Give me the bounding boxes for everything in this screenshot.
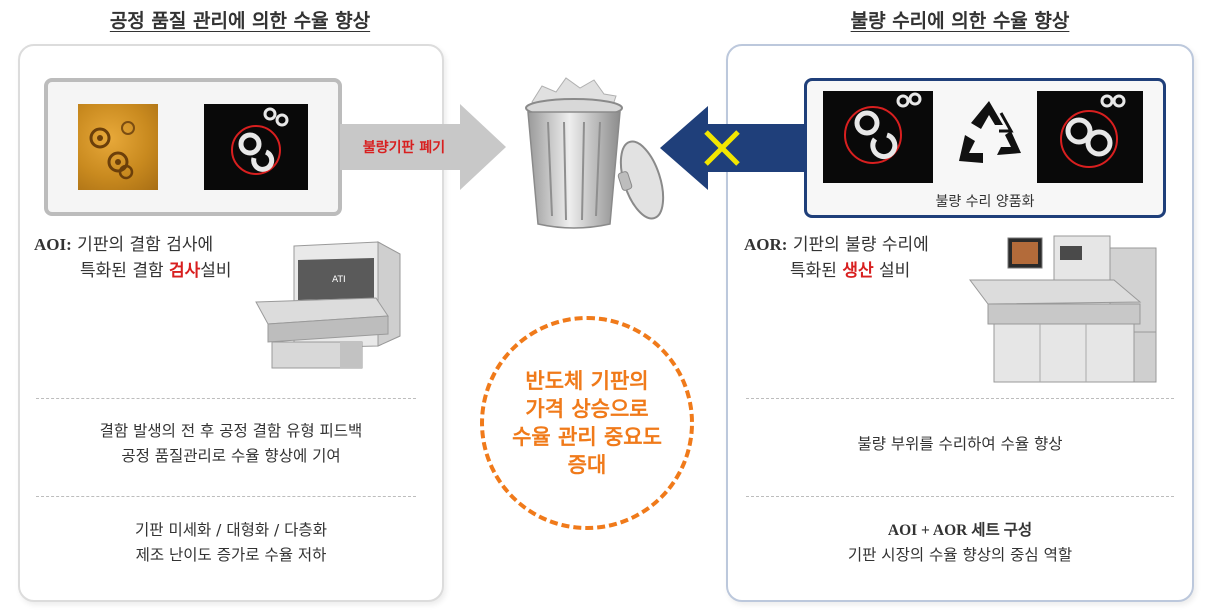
aor-after-image <box>1037 91 1143 183</box>
right-text-2-line2: 기판 시장의 수율 향상의 중심 역할 <box>847 546 1073 564</box>
aor-machine-image <box>969 235 1157 383</box>
repair-caption: 불량 수리 양품화 <box>935 194 1035 210</box>
left-header: 공정 품질 관리에 의한 수율 향상 <box>109 10 371 32</box>
left-arrow <box>660 106 808 190</box>
aor-sample-box: 불량 수리 양품화 <box>804 78 1166 218</box>
left-text-2-line2: 제조 난이도 증가로 수율 저하 <box>135 546 327 564</box>
left-text-2: 기판 미세화 / 대형화 / 다층화 제조 난이도 증가로 수율 저하 <box>18 518 444 568</box>
aor-before-image <box>823 91 933 183</box>
center-line1: 반도체 기판의 <box>525 369 649 393</box>
left-divider-2 <box>36 496 416 497</box>
aor-line1: 기판의 불량 수리에 <box>787 235 929 255</box>
left-text-1-line2: 공정 품질관리로 수율 향상에 기여 <box>121 447 341 465</box>
aor-line2-pre: 특화된 <box>790 261 843 281</box>
aoi-highlight: 검사 <box>169 261 201 281</box>
center-line4: 증대 <box>567 453 607 477</box>
left-divider-1 <box>36 398 416 399</box>
left-text-1: 결함 발생의 전 후 공정 결함 유형 피드백 공정 품질관리로 수율 향상에 … <box>18 419 444 469</box>
center-line3: 수율 관리 중요도 <box>512 425 662 449</box>
trash-can-icon <box>525 77 665 229</box>
center-line2: 가격 상승으로 <box>525 397 649 421</box>
x-mark-icon <box>704 130 740 166</box>
aoi-defect-image <box>204 104 308 190</box>
center-message-circle: 반도체 기판의 가격 상승으로 수율 관리 중요도 증대 <box>480 316 694 530</box>
aoi-line2-pre: 특화된 결함 <box>80 261 170 281</box>
aor-prefix: AOR: <box>744 235 788 254</box>
right-divider-2 <box>746 496 1174 497</box>
right-text-1: 불량 부위를 수리하여 수율 향상 <box>857 435 1063 453</box>
aor-description: AOR: 기판의 불량 수리에 특화된 생산 설비 <box>744 232 929 284</box>
left-text-1-line1: 결함 발생의 전 후 공정 결함 유형 피드백 <box>99 422 363 440</box>
aoi-line1: 기판의 결함 검사에 <box>71 235 214 255</box>
right-text-2: AOI + AOR 세트 구성 기판 시장의 수율 향상의 중심 역할 <box>726 518 1194 568</box>
right-text-2-line1: AOI + AOR 세트 구성 <box>887 522 1033 539</box>
aor-highlight: 생산 <box>842 261 874 281</box>
right-divider-1 <box>746 398 1174 399</box>
aor-line2-post: 설비 <box>873 261 911 281</box>
svg-text:ATI: ATI <box>332 275 346 285</box>
discard-arrow-label: 불량기판 폐기 <box>362 140 446 156</box>
gold-substrate-image <box>78 104 158 190</box>
aoi-prefix: AOI: <box>34 235 72 254</box>
aoi-description: AOI: 기판의 결함 검사에 특화된 결함 검사설비 <box>34 232 232 284</box>
aoi-line2-post: 설비 <box>200 261 232 281</box>
right-header: 불량 수리에 의한 수율 향상 <box>850 10 1070 32</box>
aoi-machine-image: ATI <box>255 241 401 369</box>
right-arrow <box>340 104 506 190</box>
aoi-sample-box <box>44 78 342 216</box>
recycle-icon <box>959 101 1021 163</box>
left-text-2-line1: 기판 미세화 / 대형화 / 다층화 <box>135 521 327 539</box>
